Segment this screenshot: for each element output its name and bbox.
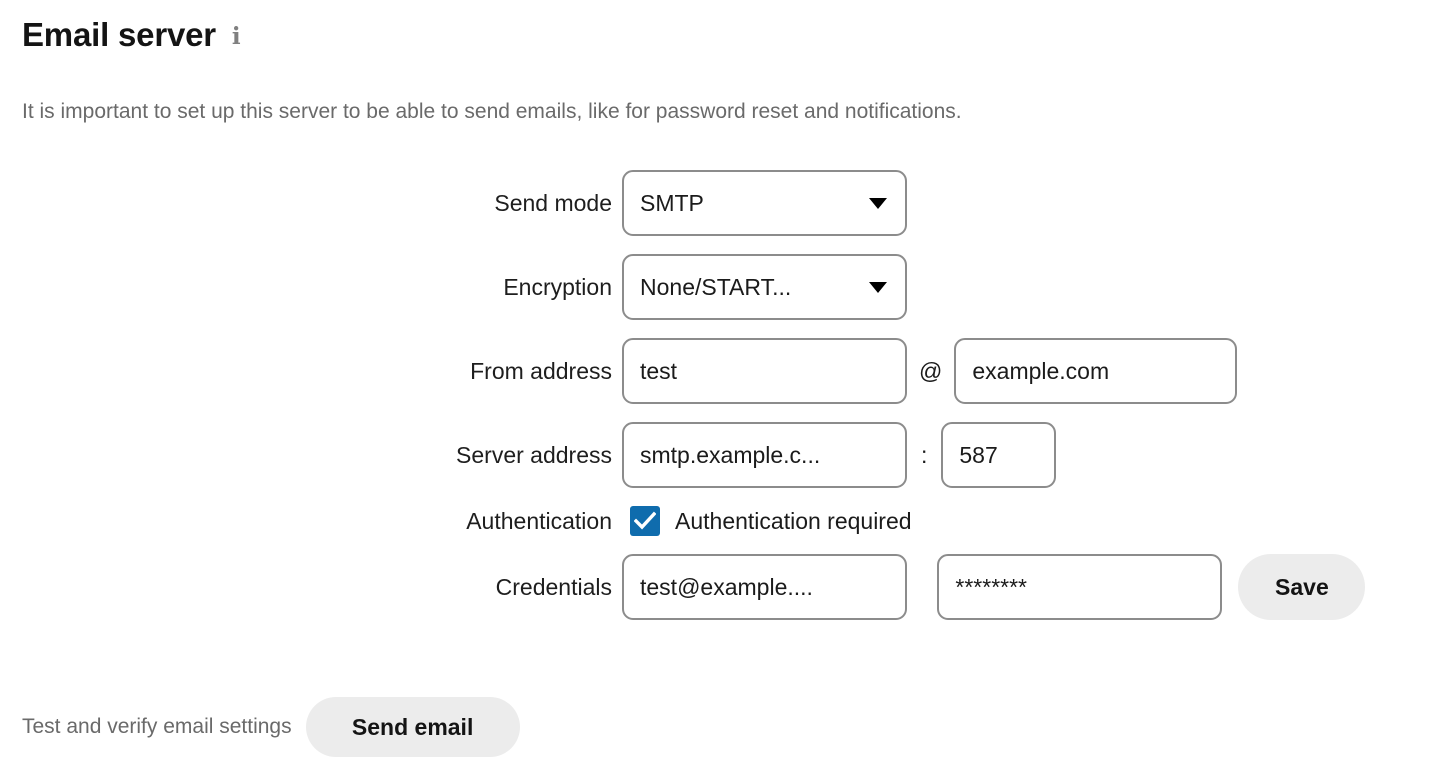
info-icon[interactable]: i: [231, 23, 241, 50]
credentials-row: Credentials test@example.... ******** Sa…: [0, 554, 1448, 620]
from-address-domain-input[interactable]: example.com: [954, 338, 1238, 404]
server-address-host-input[interactable]: smtp.example.c...: [622, 422, 907, 488]
send-mode-select[interactable]: SMTP: [622, 170, 907, 236]
from-address-local-input[interactable]: test: [622, 338, 907, 404]
send-mode-label: Send mode: [494, 189, 612, 216]
page-title: Email server: [22, 16, 216, 53]
server-address-row: Server address smtp.example.c... : 587: [0, 422, 1448, 488]
encryption-value: None/START...: [640, 273, 792, 300]
credentials-label: Credentials: [495, 573, 612, 600]
at-separator: @: [919, 357, 943, 384]
server-port-value: 587: [959, 441, 998, 468]
authentication-required-checkbox[interactable]: [630, 506, 660, 536]
authentication-row: Authentication Authentication required: [0, 488, 1448, 554]
credentials-password-value: ********: [955, 573, 1027, 600]
send-email-button[interactable]: Send email: [305, 697, 520, 757]
credentials-password-input[interactable]: ********: [937, 554, 1223, 620]
from-address-domain-value: example.com: [972, 357, 1110, 384]
chevron-down-icon: [869, 281, 887, 293]
credentials-username-input[interactable]: test@example....: [622, 554, 907, 620]
from-address-row: From address test @ example.com: [0, 338, 1448, 404]
server-address-label: Server address: [456, 441, 612, 468]
from-address-local-value: test: [640, 357, 678, 384]
credentials-username-value: test@example....: [640, 573, 813, 600]
authentication-checkbox-group[interactable]: Authentication required: [622, 506, 912, 536]
email-test-footer: Test and verify email settings Send emai…: [22, 697, 520, 757]
encryption-row: Encryption None/START...: [0, 254, 1448, 320]
page-header: Email server i: [22, 18, 241, 51]
colon-separator: :: [921, 441, 928, 468]
authentication-label: Authentication: [466, 507, 612, 534]
chevron-down-icon: [869, 197, 887, 209]
send-mode-value: SMTP: [640, 189, 704, 216]
email-server-form: Send mode SMTP Encryption None/START... …: [0, 170, 1448, 638]
server-address-host-value: smtp.example.c...: [640, 441, 821, 468]
encryption-label: Encryption: [503, 273, 612, 300]
from-address-label: From address: [470, 357, 612, 384]
credentials-gap: [907, 574, 937, 601]
save-button[interactable]: Save: [1238, 554, 1366, 620]
server-port-input[interactable]: 587: [941, 422, 1057, 488]
test-settings-label: Test and verify email settings: [22, 715, 292, 738]
authentication-required-label: Authentication required: [675, 507, 912, 534]
encryption-select[interactable]: None/START...: [622, 254, 907, 320]
send-mode-row: Send mode SMTP: [0, 170, 1448, 236]
page-description: It is important to set up this server to…: [22, 100, 962, 123]
check-icon: [634, 511, 656, 530]
